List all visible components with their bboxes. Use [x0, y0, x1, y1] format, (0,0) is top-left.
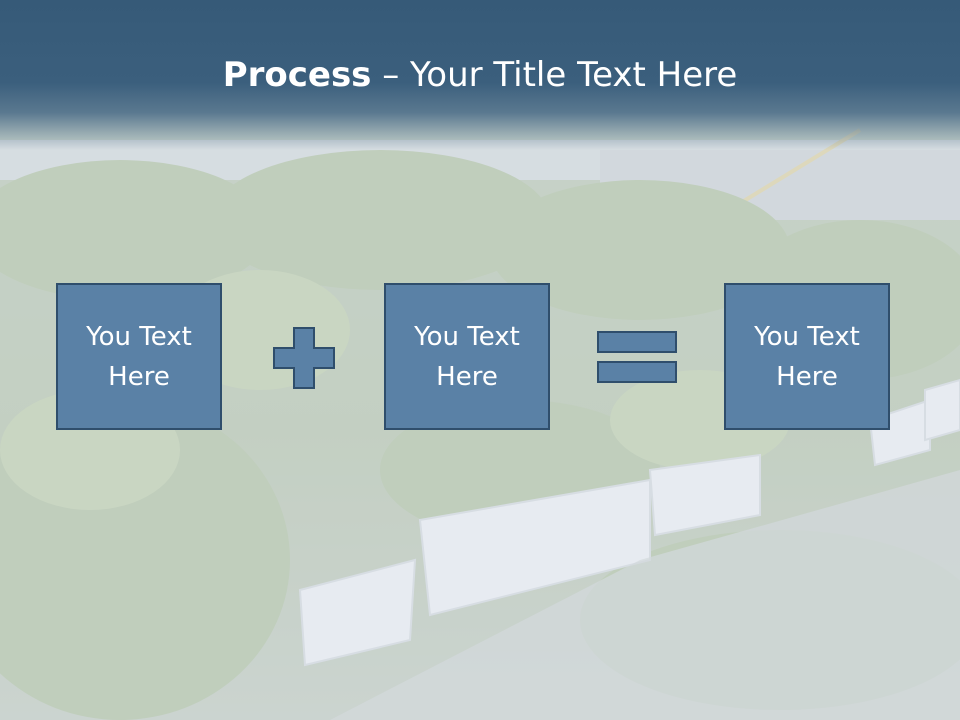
plus-icon	[273, 327, 335, 389]
slide-title: Process – Your Title Text Here	[0, 52, 960, 98]
title-bar	[0, 0, 960, 150]
process-box-1[interactable]: You Text Here	[56, 283, 222, 430]
process-box-result[interactable]: You Text Here	[724, 283, 890, 430]
process-box-2[interactable]: You Text Here	[384, 283, 550, 430]
process-box-2-text: You Text Here	[414, 321, 520, 392]
process-box-1-text: You Text Here	[86, 321, 192, 392]
title-bold-word: Process	[222, 55, 372, 95]
title-rest-text: – Your Title Text Here	[371, 55, 738, 95]
equals-icon	[597, 331, 677, 383]
process-box-result-text: You Text Here	[754, 321, 860, 392]
